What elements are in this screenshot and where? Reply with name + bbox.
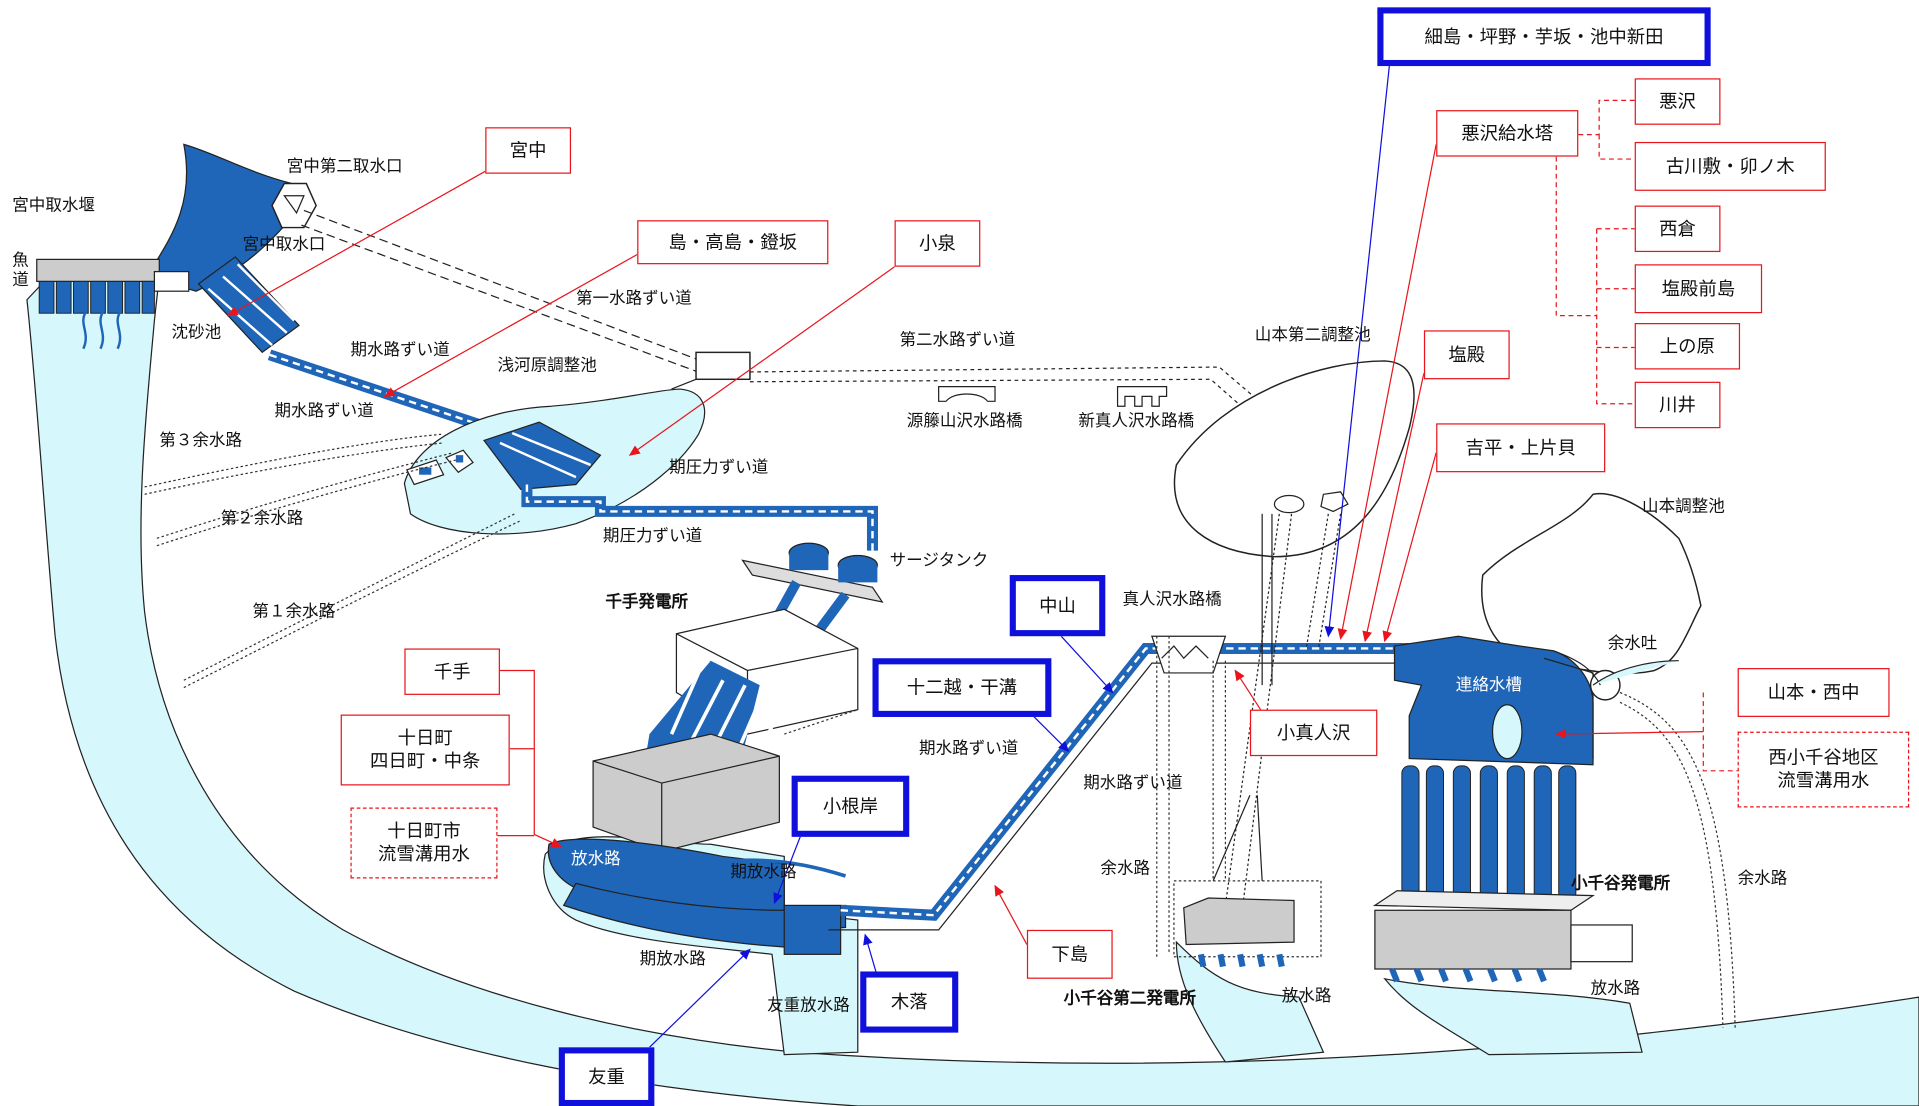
callout-uenohara: 上の原 (1634, 323, 1741, 370)
callout-nishikura: 西倉 (1634, 205, 1721, 253)
callout-shiodono-maejima: 塩殿前島 (1634, 264, 1763, 314)
miyanaka-reservoir (146, 143, 303, 292)
callout-koizumi: 小泉 (894, 220, 981, 267)
second-spillway-label: 第２余水路 (220, 508, 304, 529)
miyanaka-dam-label: 宮中取水堰 (12, 195, 95, 216)
spillway-label-b: 余水路 (1737, 868, 1788, 889)
spillway-outlet-label: 余水吐 (1607, 633, 1658, 654)
spillway-label-a: 余水路 (1100, 858, 1151, 879)
kisuiro-tunnel-label-1: 期水路ずい道 (350, 340, 450, 360)
sedimentation-basin-label: 沈砂池 (171, 323, 222, 343)
callout-yoshihira: 吉平・上片貝 (1436, 423, 1606, 473)
red-leader-lines (226, 144, 1704, 945)
pressure-tunnel-label-2: 期圧力ずい道 (602, 526, 703, 546)
callout-shima: 島・高島・鐙坂 (637, 220, 829, 265)
second-intake-structure (271, 182, 317, 229)
first-waterway-tunnel-label: 第一水路ずい道 (575, 288, 692, 309)
senju-plant-label: 千手発電所 (605, 592, 689, 612)
yamamoto-second-pond (1173, 360, 1415, 558)
third-spillway-label: 第３余水路 (159, 430, 243, 451)
callout-hosojima: 細島・坪野・芋坂・池中新田 (1377, 7, 1711, 67)
miyanaka-intake-label: 宮中取水口 (242, 234, 326, 255)
callout-shimojima: 下島 (1026, 929, 1113, 979)
callout-akuzawa-tower: 悪沢給水塔 (1436, 110, 1579, 157)
fishway-label: 魚道 (12, 250, 29, 290)
callout-kone-gishi: 小根岸 (791, 775, 910, 837)
callout-tomoe: 友重 (558, 1047, 655, 1106)
pressure-tunnel (521, 484, 878, 551)
ki-houro-channel (685, 642, 1410, 931)
first-spillway-label: 第１余水路 (252, 601, 336, 622)
second-waterway-tunnel (749, 366, 1263, 417)
callout-tokamachi: 十日町 四日町・中条 (340, 714, 510, 786)
kochiya2-plant (1156, 636, 1322, 968)
spillways (144, 433, 520, 689)
genfujiyamazawa-bridge-label: 源籐山沢水路橋 (906, 411, 1023, 431)
second-waterway-tunnel-label: 第二水路ずい道 (899, 330, 1016, 350)
callout-komahitozawa: 小真人沢 (1249, 709, 1378, 757)
ki-houro-label-1: 期放水路 (730, 862, 797, 883)
yamamoto-pond-label: 山本調整池 (1642, 496, 1725, 517)
kisuiro-tunnel-label-2: 期水路ずい道 (274, 401, 374, 421)
shinmahito-bridge (1116, 386, 1168, 407)
mahitozawa-bridge-label: 真人沢水路橋 (1122, 589, 1222, 610)
kisuiro-tunnel-1 (267, 349, 492, 434)
callout-senju: 千手 (404, 648, 500, 695)
renraku-tank (1393, 635, 1594, 766)
callout-junikoshi: 十二越・干溝 (872, 658, 1052, 717)
callout-yamamoto-nishinaka: 山本・西中 (1737, 668, 1890, 717)
callout-kawai: 川井 (1634, 381, 1721, 429)
callout-tokamachi-city: 十日町市 流雪溝用水 (350, 807, 498, 879)
kochiya2-tailrace-water (1175, 940, 1325, 1063)
yamamoto-second-pond-label: 山本第二調整池 (1254, 325, 1371, 346)
mahitozawa-bridge (1151, 635, 1227, 674)
surge-tank-label: サージタンク (889, 550, 989, 571)
asakawara-gate (695, 351, 751, 381)
tomoe-houro-label: 友重放水路 (767, 995, 850, 1016)
dam-gates (38, 280, 155, 314)
callout-akuzawa: 悪沢 (1634, 78, 1721, 125)
shinano-river (26, 275, 1919, 1106)
kisuiro-tunnel-label-4: 期水路ずい道 (1083, 773, 1183, 793)
callout-shiodono: 塩殿 (1423, 330, 1510, 380)
blue-leader-lines (649, 63, 1391, 1048)
renraku-tank-label: 連絡水槽 (1455, 675, 1522, 695)
red-dashed-tree (1555, 99, 1738, 772)
ki-houro-label-2: 期放水路 (639, 949, 706, 970)
kochiya-plant-label: 小千谷発電所 (1570, 873, 1671, 894)
senju-plant-building (592, 608, 859, 853)
callout-nakayama: 中山 (1009, 575, 1106, 637)
kisuiro-tunnel-label-3: 期水路ずい道 (919, 738, 1019, 759)
senju-houro-label: 放水路 (571, 849, 621, 869)
callout-nishikochiya: 西小千谷地区 流雪溝用水 (1737, 731, 1910, 808)
shinmahitozawa-bridge-label: 新真人沢水路橋 (1078, 411, 1195, 431)
kochiya-second-plant-label: 小千谷第二発電所 (1063, 988, 1196, 1009)
miyanaka-dam (36, 258, 160, 283)
houro-label-3: 放水路 (1590, 978, 1641, 999)
second-intake-label: 宮中第二取水口 (286, 156, 403, 177)
pressure-tunnel-label-1: 期圧力ずい道 (669, 457, 769, 478)
ki-houro (562, 882, 847, 948)
kochiya-spillway (1619, 691, 1736, 1028)
kochiya-penstocks (1401, 765, 1577, 901)
kochiya-tailrace-water (1383, 977, 1643, 1056)
callout-furukawa: 古川敷・卯ノ木 (1634, 141, 1826, 191)
surge-tanks (741, 542, 884, 603)
houro-label-2: 放水路 (1281, 986, 1332, 1006)
kochiya-plant-building (1372, 890, 1633, 983)
asakawara-pond-label: 浅河原調整池 (497, 356, 597, 376)
callout-miyanaka: 宮中 (485, 127, 572, 174)
asakawara-intake (483, 421, 602, 491)
callout-kiochi: 木落 (860, 971, 959, 1033)
genfuji-bridge (938, 386, 996, 402)
